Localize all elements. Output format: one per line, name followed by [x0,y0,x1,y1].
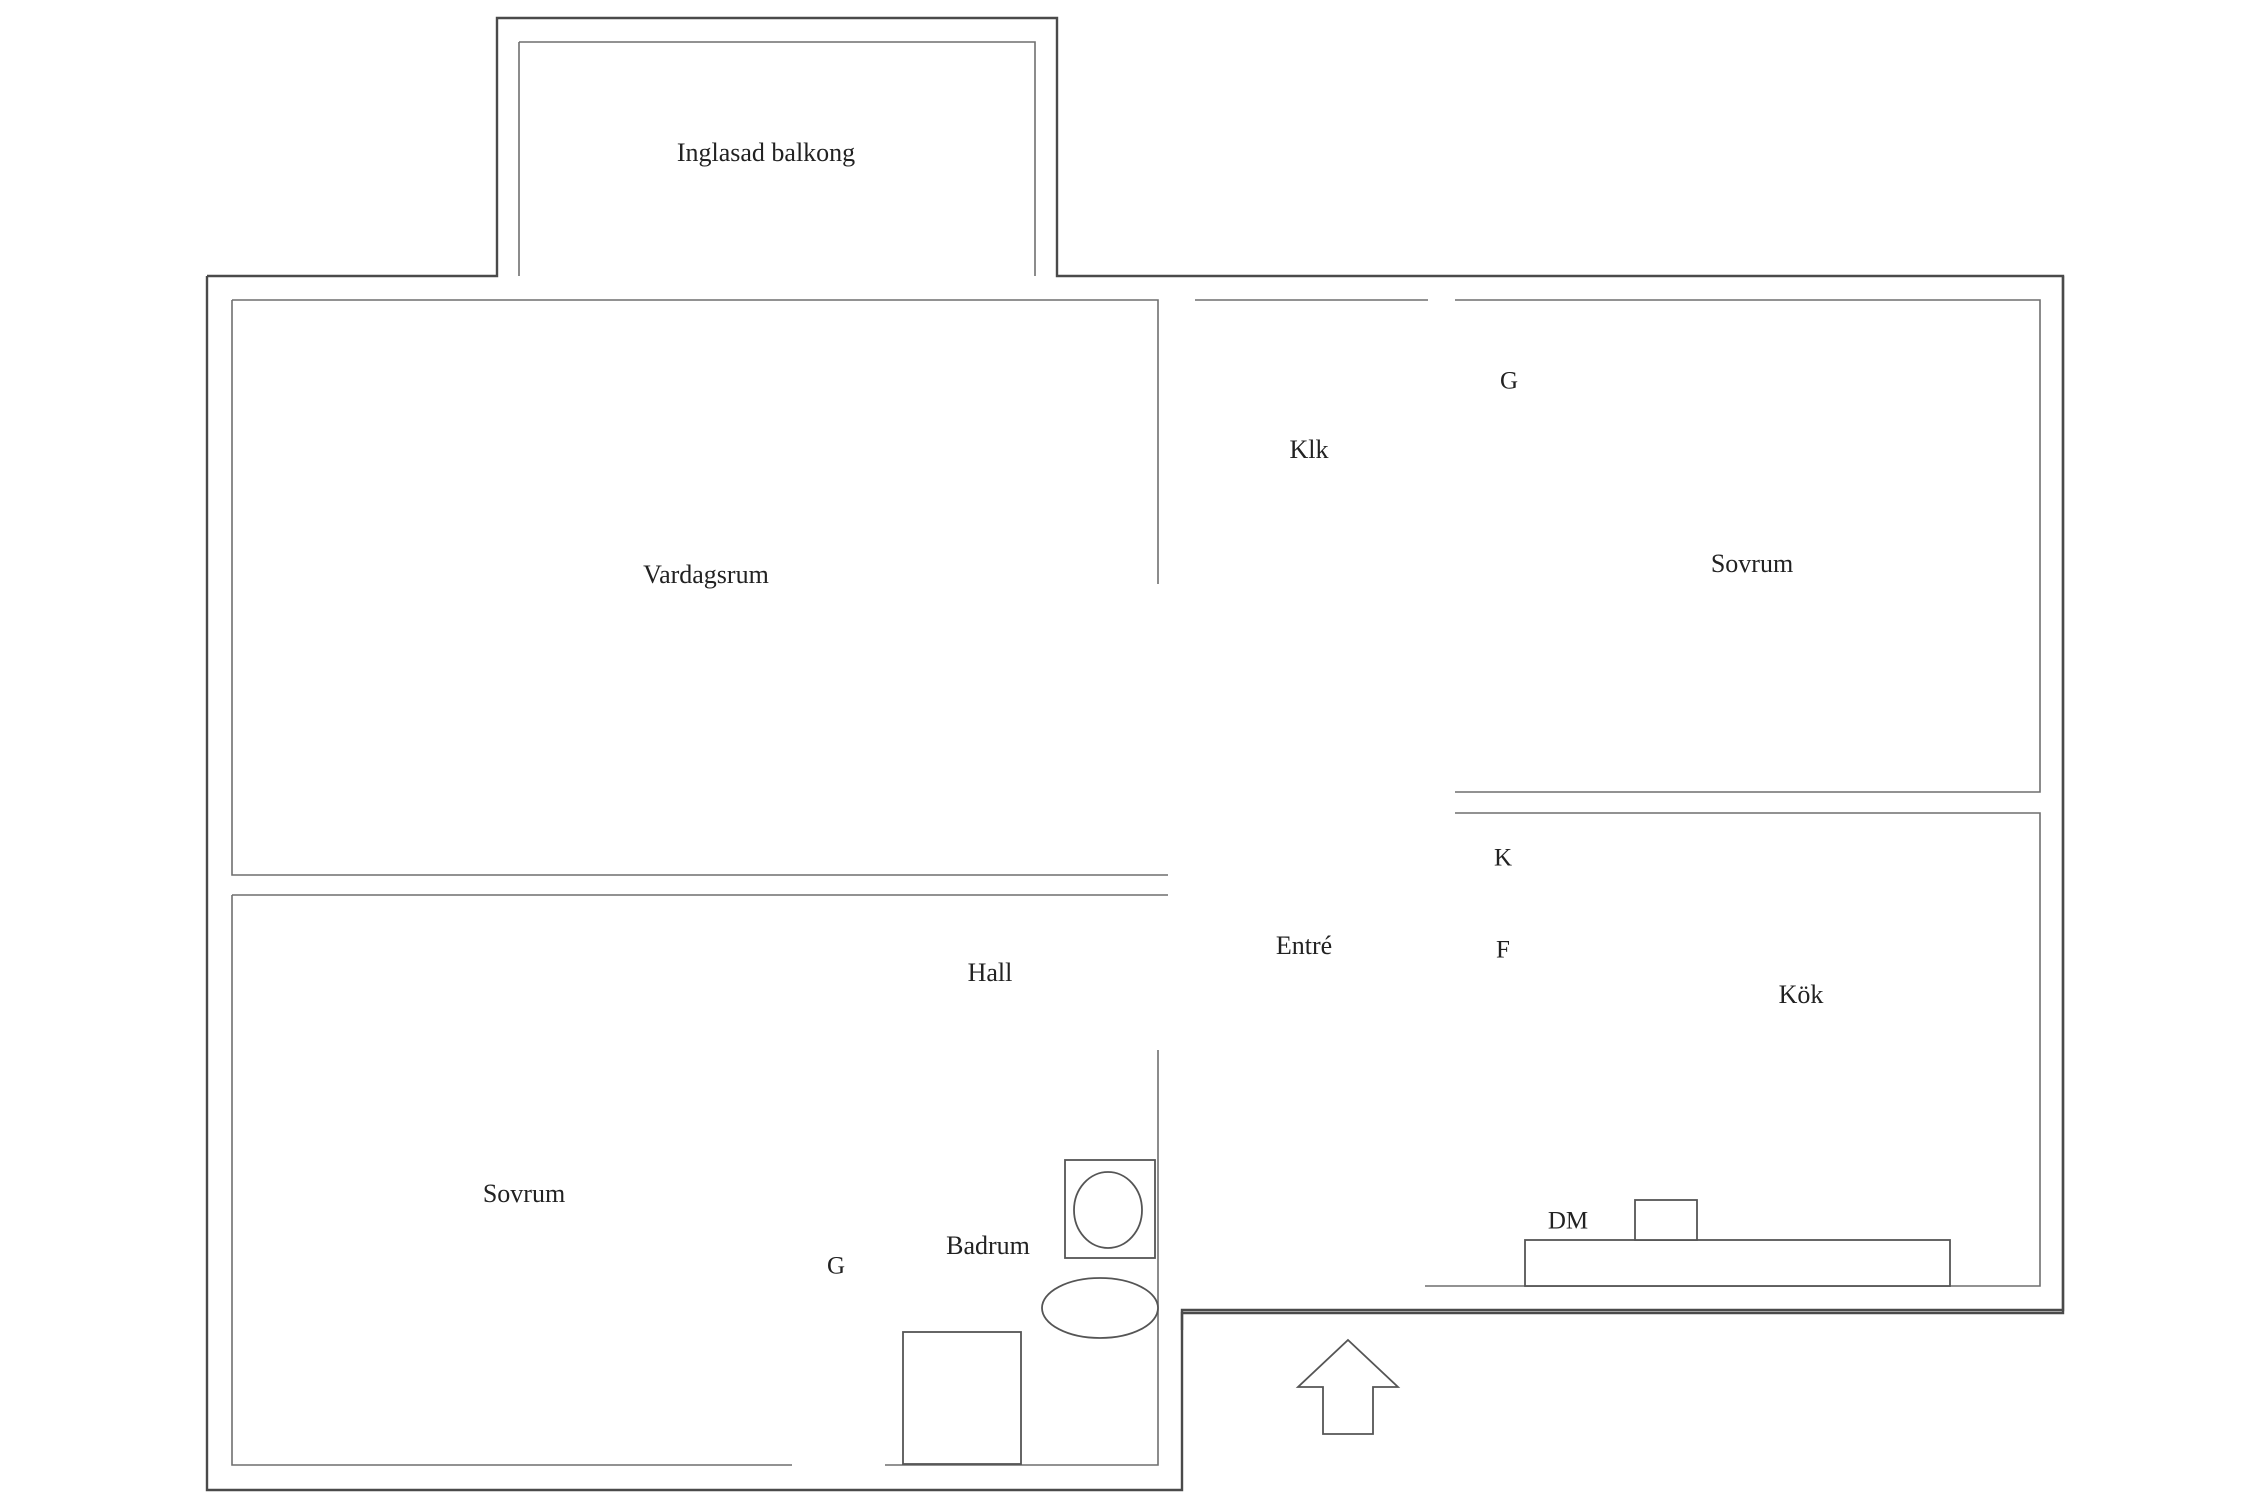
label-freezer: F [1496,937,1510,964]
room-label-balcony: Inglasad balkong [677,138,855,167]
entrance-arrow-icon [1295,1338,1401,1435]
label-fridge: K [1494,845,1512,872]
label-dishwasher: DM [1548,1208,1588,1235]
room-label-g-bottom: G [827,1253,845,1280]
room-label-living: Vardagsrum [643,560,769,589]
room-label-bedroom-bottom: Sovrum [483,1179,565,1208]
toilet-icon [1041,1277,1159,1339]
room-label-bedroom-top: Sovrum [1711,549,1793,578]
kitchen-sink-icon [1634,1199,1698,1241]
labels: Inglasad balkong Vardagsrum Klk G Sovrum… [483,138,1824,1280]
room-label-entry: Entré [1276,931,1332,960]
room-label-bathroom: Badrum [946,1231,1030,1260]
room-label-g-top: G [1500,368,1518,395]
room-label-kitchen: Kök [1779,980,1824,1009]
room-label-hall: Hall [968,958,1013,987]
fixtures [902,1159,1951,1465]
outer-walls [205,16,2065,1492]
room-label-closet: Klk [1290,435,1329,464]
kitchen-counter [1524,1239,1951,1287]
shower-icon [902,1331,1022,1465]
